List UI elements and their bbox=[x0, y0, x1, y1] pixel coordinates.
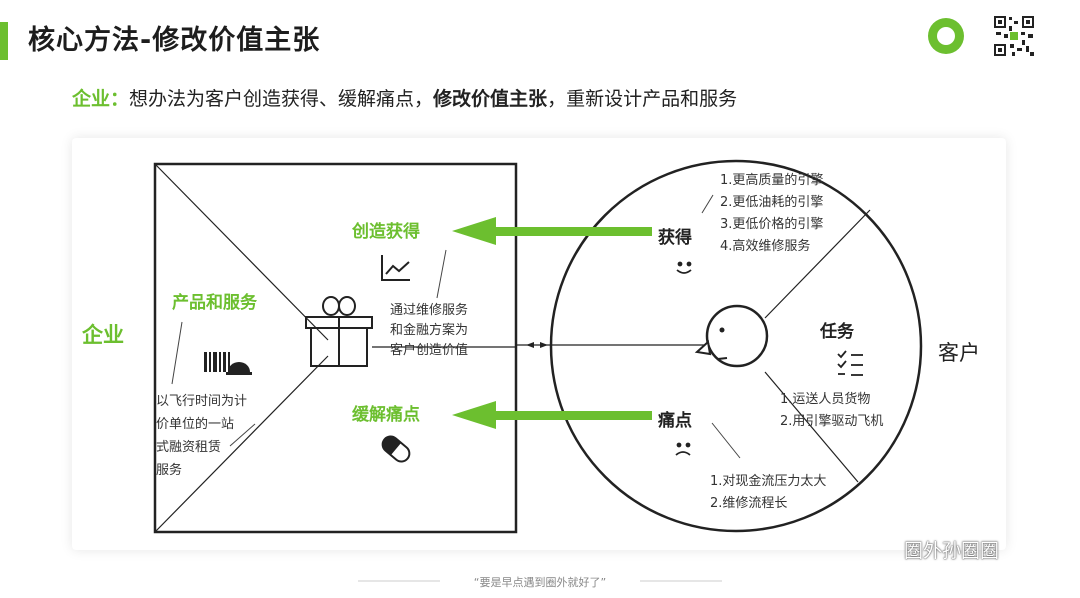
product-desc-line: 价单位的一站 bbox=[156, 417, 235, 432]
gift-icon bbox=[305, 296, 373, 367]
arrowhead-left bbox=[526, 342, 534, 348]
green-arrow-gains bbox=[452, 217, 652, 245]
pointer-center-note bbox=[436, 249, 447, 299]
pains-title: 痛点 bbox=[658, 411, 692, 431]
gains-item: 1.更高质量的引擎 bbox=[720, 173, 824, 188]
pain-relievers-label: 缓解痛点 bbox=[352, 405, 420, 425]
smile-icon bbox=[676, 261, 692, 274]
product-desc-line: 式融资租赁 bbox=[156, 440, 222, 455]
footer-quote: “要是早点遇到圈外就好了” bbox=[473, 576, 607, 589]
center-note-line: 客户创造价值 bbox=[390, 343, 469, 358]
sad-icon bbox=[675, 442, 691, 456]
barcode-service-icon bbox=[204, 352, 252, 375]
products-services-label: 产品和服务 bbox=[172, 293, 257, 313]
jobs-item: 1.运送人员货物 bbox=[780, 392, 871, 407]
value-map-square bbox=[153, 162, 518, 534]
company-label: 企业 bbox=[82, 323, 124, 347]
pointer-products bbox=[171, 321, 183, 385]
jobs-title: 任务 bbox=[820, 322, 854, 342]
page-title: 核心方法-修改价值主张 bbox=[28, 25, 321, 56]
pill-icon bbox=[381, 435, 411, 463]
subtitle-bold: 修改价值主张 bbox=[433, 88, 548, 110]
product-desc-line: 服务 bbox=[156, 463, 183, 478]
center-note: 通过维修服务 和金融方案为 客户创造价值 bbox=[390, 301, 468, 361]
pointer-gains bbox=[701, 194, 714, 214]
gains-item: 4.高效维修服务 bbox=[720, 239, 811, 254]
value-map-diag-top bbox=[154, 163, 329, 341]
gains-list: 1.更高质量的引擎 2.更低油耗的引擎 3.更低价格的引擎 4.高效维修服务 bbox=[720, 170, 823, 258]
profile-line-bottom bbox=[764, 371, 859, 483]
growth-chart-icon bbox=[381, 255, 410, 281]
task-list-icon bbox=[837, 350, 863, 376]
center-note-line: 和金融方案为 bbox=[390, 323, 469, 338]
pointer-product-desc bbox=[229, 423, 256, 447]
canvas-panel bbox=[72, 138, 1006, 550]
subtitle-colon: ： bbox=[110, 88, 130, 110]
jobs-item: 2.用引擎驱动飞机 bbox=[780, 414, 884, 429]
pains-item: 1.对现金流压力太大 bbox=[710, 474, 827, 489]
value-map-diag-bottom bbox=[154, 355, 329, 533]
gains-title: 获得 bbox=[658, 228, 692, 248]
jobs-list: 1.运送人员货物 2.用引擎驱动飞机 bbox=[780, 389, 883, 433]
gain-creators-label: 创造获得 bbox=[352, 222, 420, 242]
product-description: 以飞行时间为计 价单位的一站 式融资租赁 服务 bbox=[156, 390, 247, 482]
pains-list: 1.对现金流压力太大 2.维修流程长 bbox=[710, 471, 826, 515]
watermark: 圈外孙圈圈 bbox=[904, 540, 1000, 562]
product-desc-line: 以飞行时间为计 bbox=[156, 394, 248, 409]
gains-item: 2.更低油耗的引擎 bbox=[720, 195, 824, 210]
q-logo-icon bbox=[928, 18, 964, 54]
customer-label: 客户 bbox=[938, 341, 980, 365]
subtitle: 企业：想办法为客户创造获得、缓解痛点，修改价值主张，重新设计产品和服务 bbox=[72, 86, 737, 112]
pains-item: 2.维修流程长 bbox=[710, 496, 788, 511]
customer-face-icon bbox=[694, 304, 769, 368]
arrowhead-right bbox=[540, 342, 548, 348]
profile-line-top bbox=[764, 209, 871, 319]
center-note-line: 通过维修服务 bbox=[390, 303, 469, 318]
green-arrow-pains bbox=[452, 401, 652, 429]
subtitle-part1: 想办法为客户创造获得、缓解痛点， bbox=[129, 88, 434, 110]
subtitle-prefix: 企业 bbox=[72, 88, 111, 110]
pointer-pains bbox=[711, 422, 741, 459]
gains-item: 3.更低价格的引擎 bbox=[720, 217, 824, 232]
customer-profile-circle bbox=[549, 159, 923, 533]
subtitle-part2: ，重新设计产品和服务 bbox=[547, 88, 738, 110]
title-accent-bar bbox=[0, 22, 8, 60]
qr-code-icon bbox=[992, 14, 1036, 58]
